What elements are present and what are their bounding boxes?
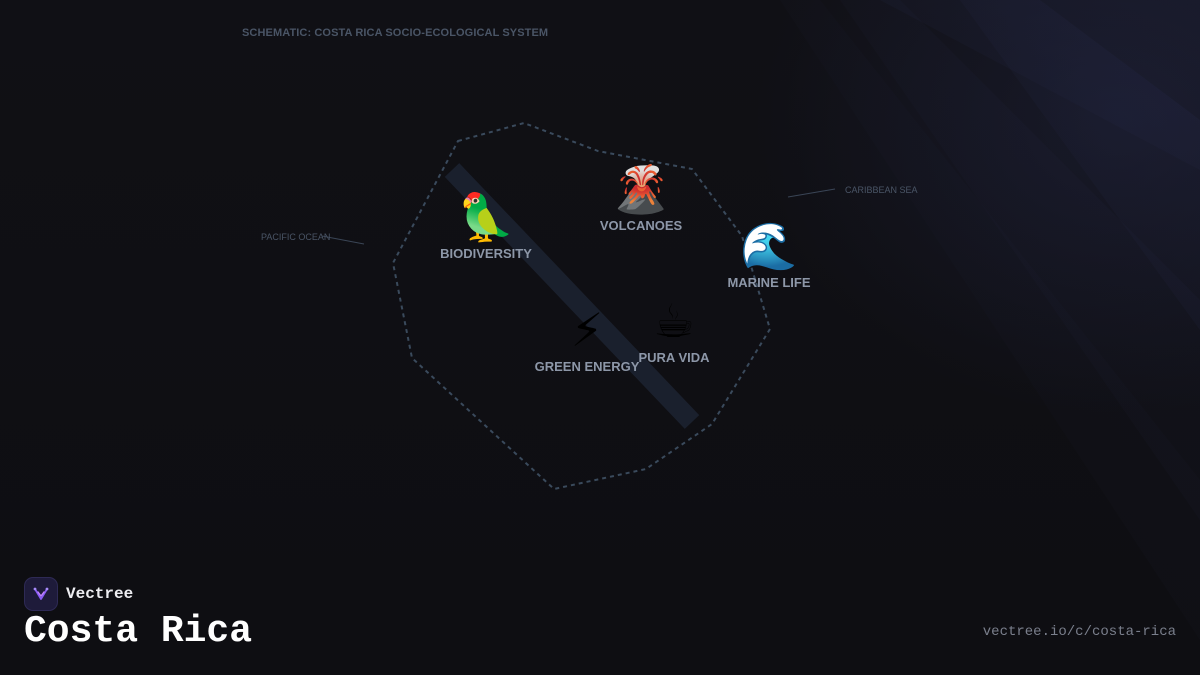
wave-icon: 🌊 [740, 219, 798, 273]
node-marine-life: 🌊 MARINE LIFE [727, 219, 810, 290]
vectree-logo-icon [24, 577, 58, 611]
node-pura-vida: ☕ PURA VIDA [638, 294, 709, 365]
node-label-marine-life: MARINE LIFE [727, 275, 811, 290]
node-biodiversity: 🦜 BIODIVERSITY [440, 190, 532, 261]
central-divide-band [444, 163, 700, 429]
coffee-icon: ☕ [653, 294, 695, 348]
caribbean-leader-line [787, 188, 836, 198]
lightning-icon: ⚡ [570, 303, 604, 357]
node-label-pura-vida: PURA VIDA [638, 350, 710, 365]
node-volcanoes: 🌋 VOLCANOES [600, 162, 682, 233]
node-label-green-energy: GREEN ENERGY [534, 359, 640, 374]
brand-name: Vectree [66, 585, 134, 603]
pacific-ocean-label: PACIFIC OCEAN [261, 232, 331, 242]
caribbean-sea-label: CARIBBEAN SEA [845, 185, 918, 195]
parrot-icon: 🦜 [457, 190, 515, 244]
node-label-biodiversity: BIODIVERSITY [440, 246, 532, 261]
node-label-volcanoes: VOLCANOES [599, 218, 683, 233]
volcano-icon: 🌋 [612, 162, 670, 216]
page-url-link[interactable]: vectree.io/c/costa-rica [982, 624, 1176, 640]
page-title: Costa Rica [24, 610, 253, 653]
schematic-title: SCHEMATIC: COSTA RICA SOCIO-ECOLOGICAL S… [242, 27, 549, 39]
pacific-leader-line [321, 235, 365, 245]
node-green-energy: ⚡ GREEN ENERGY [535, 303, 640, 374]
brand-lockup: Vectree [24, 577, 133, 611]
